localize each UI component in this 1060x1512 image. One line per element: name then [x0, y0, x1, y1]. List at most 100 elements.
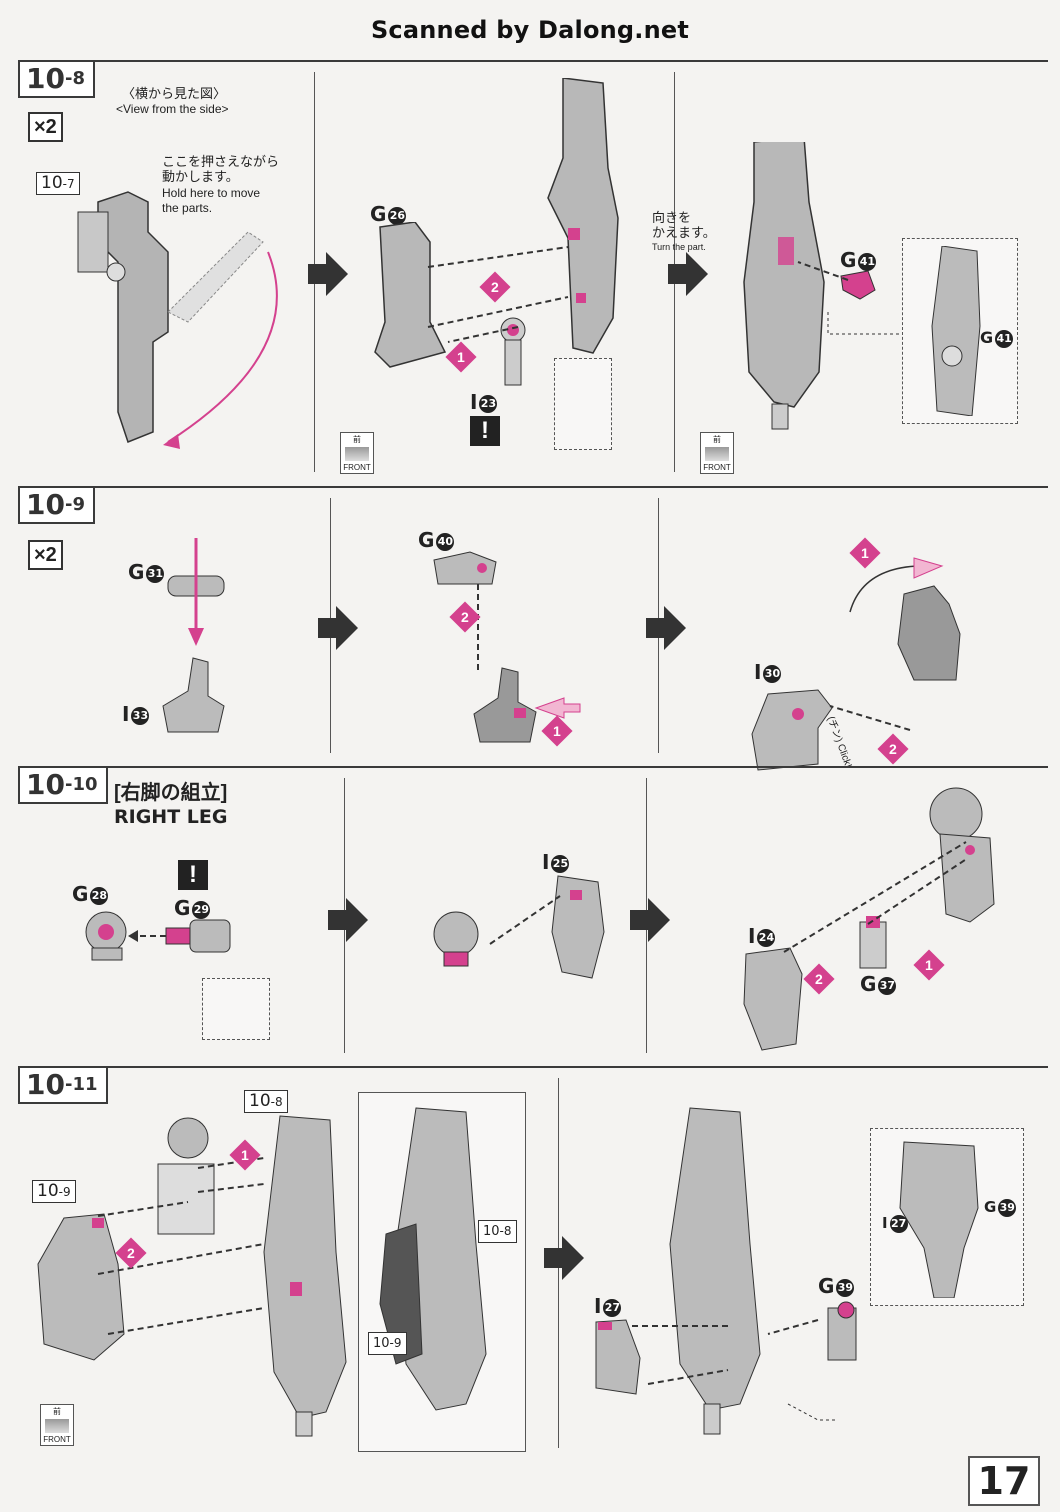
- next-arrow: [328, 898, 368, 942]
- leg-assembled-view: [379, 1107, 487, 1411]
- quantity-badge: ×2: [28, 540, 63, 570]
- reference-tag: 10-9: [32, 1180, 76, 1203]
- assembly-arrows: [829, 705, 911, 731]
- next-arrow: [318, 606, 358, 650]
- assembly-arrows: [632, 1319, 838, 1421]
- hold-caption-en-1: Hold here to move: [162, 186, 261, 200]
- leg-lower-subassembly: [929, 787, 995, 923]
- rotated-leg-assembly: [743, 142, 825, 430]
- full-leg-frame: [263, 1115, 347, 1437]
- ankle-cover-part: [433, 551, 497, 585]
- shin-cover-part: [551, 875, 605, 979]
- rotate-arrow: [849, 557, 944, 613]
- detail-inset: [202, 978, 270, 1040]
- step-number: 10-10: [18, 768, 108, 804]
- side-view-caption-en: <View from the side>: [116, 102, 229, 116]
- detail-knee-part: [931, 246, 981, 416]
- heel-block-part: [162, 657, 225, 733]
- scan-watermark: Scanned by Dalong.net: [370, 16, 690, 44]
- toe-part: [897, 585, 961, 681]
- order-badge-2: 2: [877, 733, 909, 765]
- step-number: 10-8: [18, 62, 95, 98]
- section-title-jp: [右脚の組立]: [114, 782, 228, 804]
- reference-tag: 10-9: [368, 1332, 407, 1355]
- assembly-arrows: [783, 841, 969, 953]
- assembly-arrows: [97, 1157, 265, 1335]
- reference-tag: 10-8: [244, 1090, 288, 1113]
- step-10-8: 10-8 ×2 〈横から見た図〉 <View from the side> ここ…: [18, 60, 1048, 488]
- thigh-frame-part: [547, 78, 619, 354]
- assembly-arrows: [427, 246, 569, 343]
- next-arrow: [544, 1236, 584, 1280]
- foot-frame-part: [751, 689, 833, 771]
- order-badge-1: 1: [541, 715, 573, 747]
- knee-armor-part: [840, 270, 876, 300]
- quantity-badge: ×2: [28, 112, 63, 142]
- step-number: 10-11: [18, 1068, 108, 1104]
- knee-subassembly: [157, 1117, 215, 1235]
- final-leg-assembly: [669, 1107, 761, 1435]
- assembly-arrows: [477, 584, 479, 672]
- turn-caption-jp-2: かえます。: [652, 225, 716, 240]
- insert-arrow: [188, 538, 204, 646]
- hip-joint-part: [827, 1301, 857, 1361]
- turn-caption-en: Turn the part.: [652, 242, 706, 252]
- assembly-arrows: [128, 930, 166, 942]
- ankle-joint-part: [85, 911, 127, 961]
- next-arrow: [646, 606, 686, 650]
- caution-icon: !: [178, 860, 208, 890]
- rear-knee-part: [595, 1319, 641, 1395]
- reference-tag: 10-8: [478, 1220, 517, 1243]
- page-number: 17: [968, 1456, 1040, 1506]
- push-arrow: [534, 697, 581, 719]
- ankle-subassembly: [433, 911, 479, 967]
- next-arrow: [308, 252, 348, 296]
- calf-armor-part: [743, 947, 803, 1051]
- side-view-caption-jp: 〈横から見た図〉: [122, 86, 227, 101]
- step-number: 10-9: [18, 488, 95, 524]
- foot-subassembly: [37, 1213, 125, 1361]
- hold-caption-jp-2: 動かします。: [162, 169, 239, 184]
- shin-armor-part: [374, 222, 447, 368]
- small-link-part: [859, 916, 887, 969]
- ball-joint-part: [165, 919, 231, 953]
- assembly-arrows: [797, 261, 900, 335]
- next-arrow: [630, 898, 670, 942]
- next-arrow: [668, 252, 708, 296]
- hold-caption-en-2: the parts.: [162, 201, 213, 215]
- reference-tag: 10-7: [36, 172, 80, 195]
- joint-pin-part: [500, 317, 526, 386]
- assembly-arrows: [489, 895, 561, 945]
- section-title-en: RIGHT LEG: [114, 806, 228, 828]
- detail-back-view: [899, 1141, 979, 1298]
- caution-icon: !: [470, 416, 500, 446]
- detail-inset: [554, 358, 612, 450]
- leg-part-side-view: [77, 191, 278, 449]
- instruction-sheet: 10-8 ×2 〈横から見た図〉 <View from the side> ここ…: [18, 60, 1048, 1460]
- turn-caption-jp-1: 向きを: [652, 210, 692, 225]
- hold-caption-jp-1: ここを押さえながら: [162, 154, 280, 169]
